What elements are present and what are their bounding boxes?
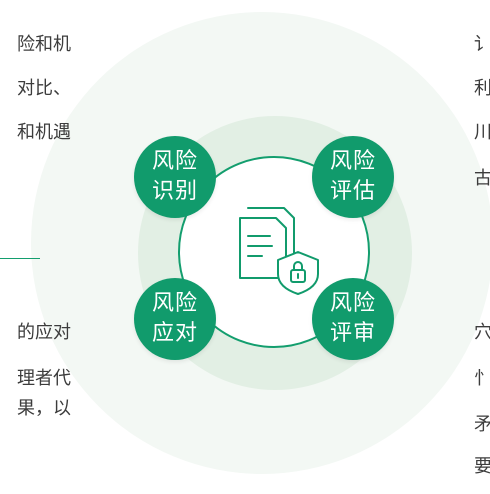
node-label-line2: 评估 — [329, 179, 376, 204]
right-text-fragment: 穴 — [474, 322, 490, 343]
right-text-fragment: 讠 — [474, 34, 490, 55]
right-text-fragment: 利 — [474, 78, 490, 99]
document-shield-lock-icon — [239, 207, 319, 295]
node-label-line2: 识别 — [151, 179, 198, 204]
left-text-line: 对比、 — [17, 78, 71, 99]
right-text-fragment: 要 — [474, 456, 490, 477]
node-label-line1: 风险 — [151, 149, 198, 174]
right-text-fragment: 矛 — [474, 414, 490, 435]
node-label-line2: 评审 — [329, 321, 376, 346]
left-text-line: 的应对 — [17, 322, 71, 343]
node-risk-response: 风险 应对 — [134, 278, 216, 360]
left-text-line: 果，以 — [17, 398, 71, 419]
node-risk-identification: 风险 识别 — [134, 136, 216, 218]
left-text-line: 理者代 — [17, 368, 71, 389]
left-text-line: 险和机 — [17, 34, 71, 55]
divider-line — [0, 258, 40, 259]
node-label-line1: 风险 — [329, 291, 376, 316]
right-text-fragment: 忄 — [474, 368, 490, 389]
left-text-line: 和机遇 — [17, 122, 71, 143]
node-label-line1: 风险 — [329, 149, 376, 174]
node-label-line1: 风险 — [151, 291, 198, 316]
right-text-fragment: 川 — [474, 122, 490, 143]
node-risk-review: 风险 评审 — [312, 278, 394, 360]
right-text-fragment: 古 — [474, 168, 490, 189]
node-label-line2: 应对 — [151, 321, 198, 346]
node-risk-assessment: 风险 评估 — [312, 136, 394, 218]
